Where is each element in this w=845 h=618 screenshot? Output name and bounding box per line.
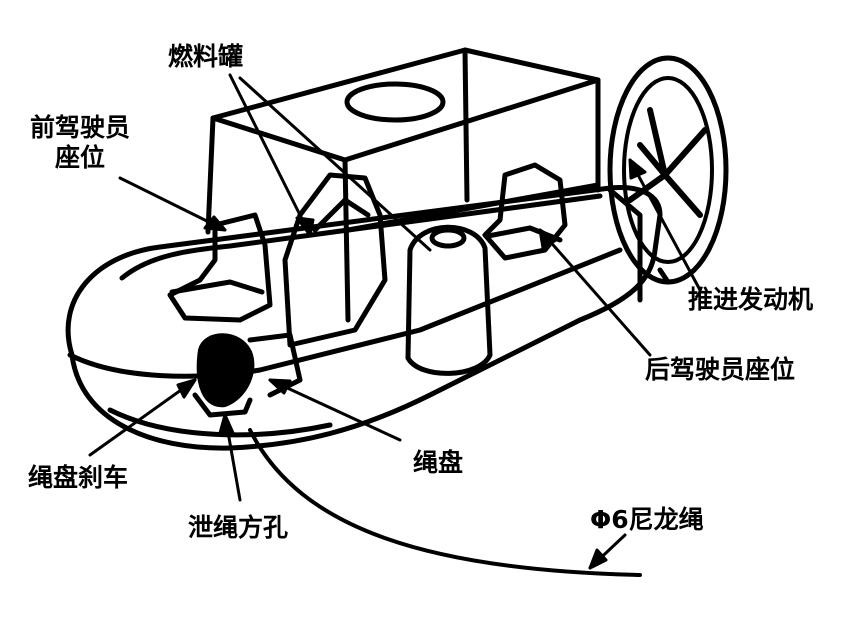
arrow-rear-seat (538, 228, 652, 357)
middle-seat-detail (312, 197, 371, 233)
arrow-engine-head (628, 158, 647, 180)
arrow-reel-brake-head (176, 378, 197, 399)
arrow-fuel-tank-2 (238, 76, 432, 252)
arrow-rope-hole-head (218, 413, 235, 435)
label-front-seat: 前驾驶员 座位 (30, 113, 130, 173)
label-engine: 推进发动机 (688, 285, 814, 314)
label-rear-seat: 后驾驶员座位 (645, 355, 796, 384)
arrow-rear-seat-head (538, 228, 558, 250)
label-fuel-tank: 燃料罐 (168, 42, 244, 71)
nylon-rope-line (248, 428, 642, 577)
engine-mount (607, 187, 671, 303)
reel-base (192, 392, 253, 418)
arrow-reel-head (268, 378, 292, 395)
cabin-roof-hatch (344, 81, 446, 123)
label-reel-brake: 绳盘刹车 (28, 463, 129, 492)
deck-rim (119, 193, 603, 281)
engine-fan-inner (622, 76, 714, 264)
middle-seat (282, 172, 388, 348)
fuel-tank-cap (429, 227, 467, 249)
rope-reel (196, 333, 255, 408)
arrow-fuel-tank (228, 73, 312, 237)
arrow-front-seat (118, 176, 227, 232)
arrow-fuel-tank-head (295, 216, 315, 237)
front-seat-cushion (169, 279, 265, 295)
arrow-reel (268, 378, 402, 442)
cabin-posts (205, 47, 601, 323)
front-seat (167, 212, 273, 323)
label-front-seat-line1: 前驾驶员 (30, 113, 131, 142)
deck-rim-lower (67, 247, 623, 379)
label-front-seat-line2: 座位 (55, 143, 106, 172)
arrow-reel-brake (88, 378, 197, 457)
leader-lines (88, 73, 702, 570)
cabin-rear-bottom (345, 182, 601, 233)
arrow-engine (628, 158, 702, 292)
arrow-nylon-rope-head (588, 548, 608, 570)
rear-seat (482, 162, 568, 261)
engine-blades (627, 107, 708, 218)
label-rope-hole: 泄绳方孔 (188, 513, 289, 542)
hull-outline (65, 184, 663, 451)
label-nylon-rope: Φ6尼龙绳 (590, 505, 704, 534)
fuel-tank (405, 224, 493, 376)
arrow-front-seat-head (203, 215, 227, 232)
label-reel: 绳盘 (413, 448, 464, 477)
hull-bottom-edge (107, 407, 333, 438)
